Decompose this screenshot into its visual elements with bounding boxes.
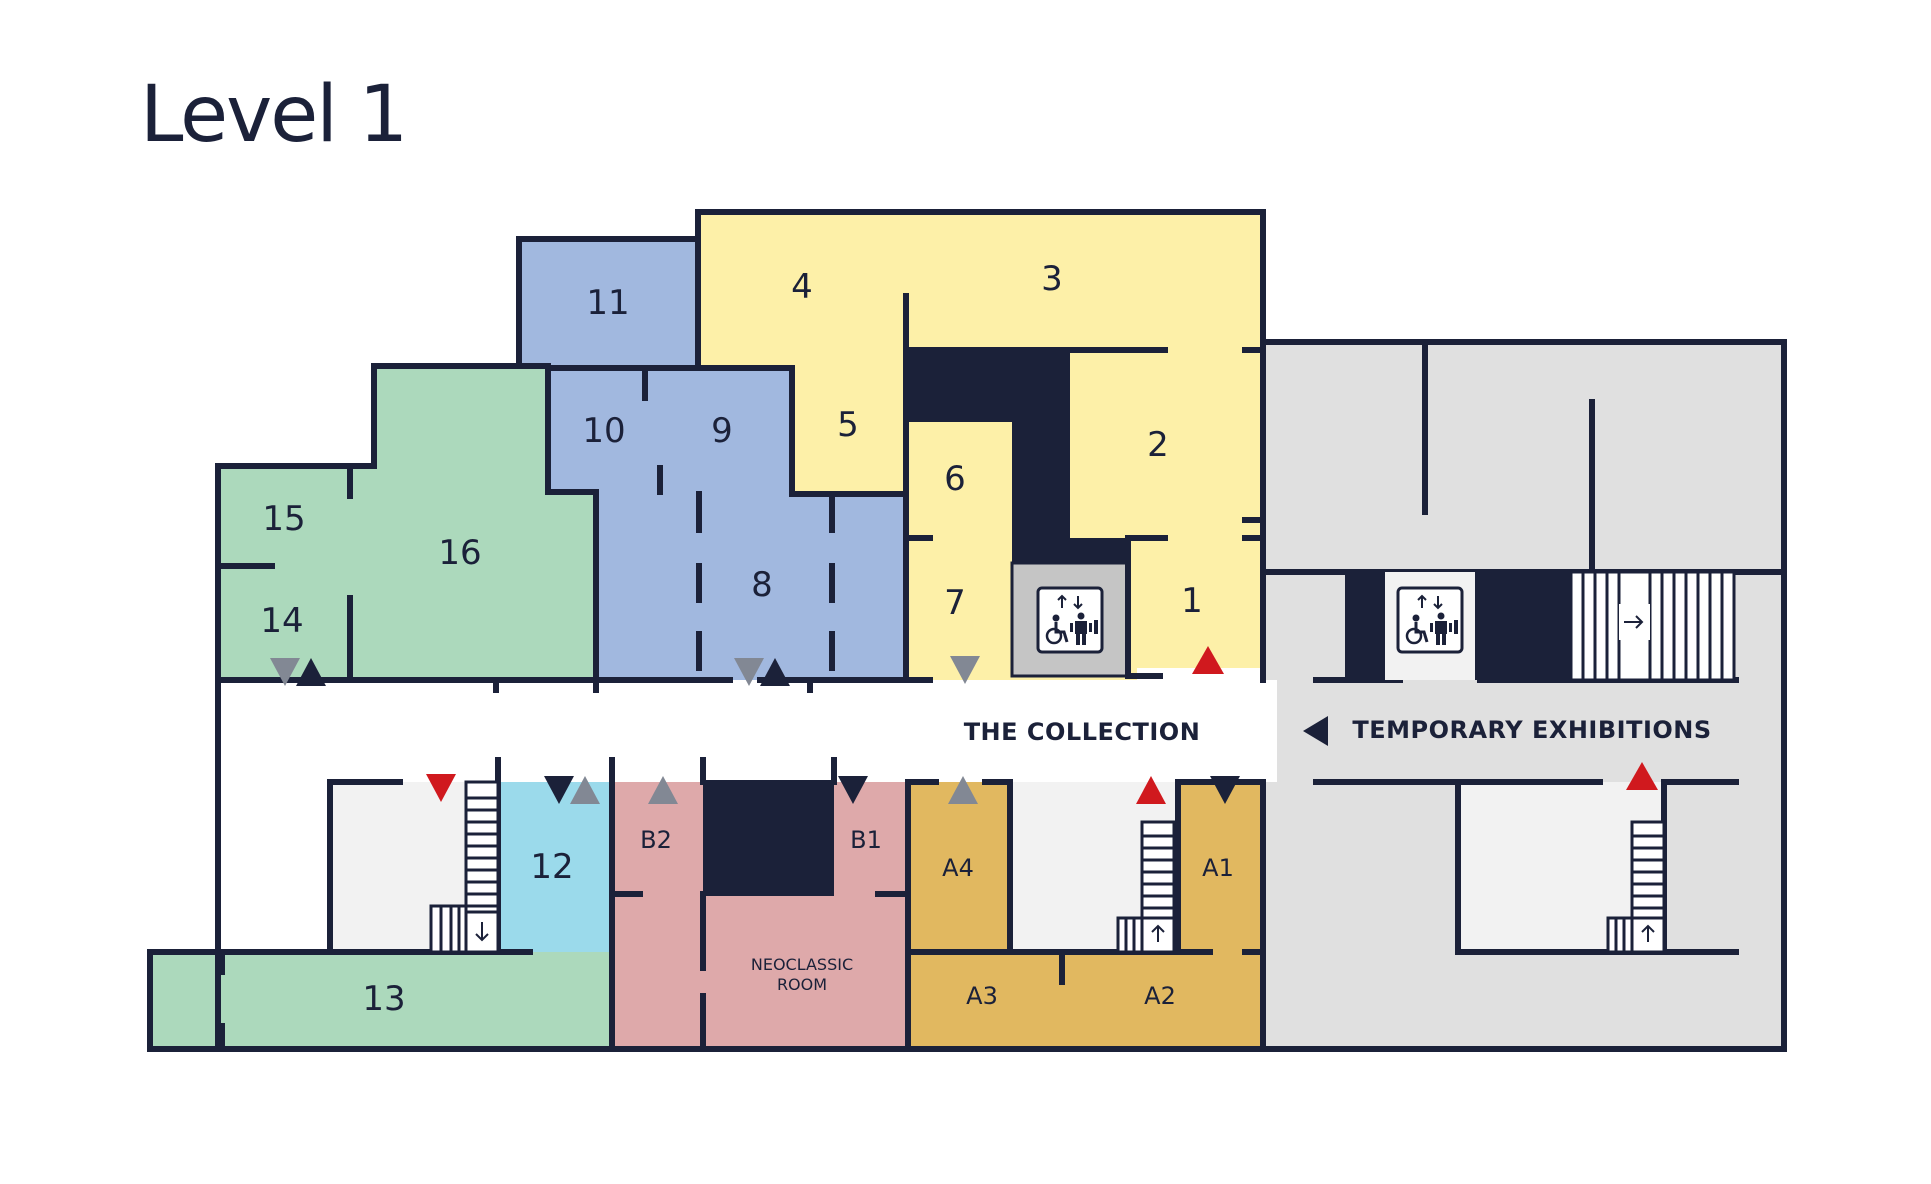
stairs-icon xyxy=(1606,820,1666,954)
room-label-4: 4 xyxy=(791,267,813,307)
room-label-2: 2 xyxy=(1147,425,1169,465)
stairs-icon xyxy=(429,780,500,954)
level-title: Level 1 xyxy=(140,70,408,160)
room-label-5: 5 xyxy=(837,405,859,445)
room-13-area xyxy=(150,952,612,1049)
direction-arrow-icon xyxy=(1210,776,1240,804)
direction-arrow-icon xyxy=(570,776,600,804)
room-8-11-area xyxy=(519,239,906,680)
direction-arrow-icon xyxy=(838,776,868,804)
room-label-a1: A1 xyxy=(1202,854,1234,882)
room-label-a4: A4 xyxy=(942,854,974,882)
room-label-13: 13 xyxy=(362,979,405,1019)
direction-arrow-icon xyxy=(950,656,980,684)
room-label-6: 6 xyxy=(944,459,966,499)
temporary-exhibitions-label: TEMPORARY EXHIBITIONS xyxy=(1352,716,1711,744)
direction-arrow-icon xyxy=(760,658,790,686)
direction-arrow-icon xyxy=(1626,762,1658,790)
room-label-a2: A2 xyxy=(1144,982,1176,1010)
direction-arrow-icon xyxy=(544,776,574,804)
direction-arrow-icon xyxy=(1192,646,1224,674)
neoclassic-core xyxy=(703,780,834,896)
direction-arrow-icon xyxy=(1136,776,1166,804)
room-label-15: 15 xyxy=(262,499,305,539)
direction-arrow-icon xyxy=(948,776,978,804)
room-label-1: 1 xyxy=(1181,581,1203,621)
direction-arrow-icon xyxy=(1303,716,1328,746)
stairs-icon xyxy=(1116,820,1176,954)
room-label-3: 3 xyxy=(1041,259,1063,299)
direction-arrow-icon xyxy=(426,774,456,802)
stairs-icon xyxy=(1569,570,1736,682)
direction-arrow-icon xyxy=(296,658,326,686)
room-16-area xyxy=(218,366,596,680)
room-label-7: 7 xyxy=(944,583,966,623)
accessible-elevator-icon xyxy=(1036,586,1104,654)
accessible-elevator-icon xyxy=(1396,586,1464,654)
room-label-14: 14 xyxy=(260,601,303,641)
room-label-12: 12 xyxy=(530,847,573,887)
room-label-b1: B1 xyxy=(850,826,882,854)
direction-arrows xyxy=(270,646,1658,804)
direction-arrow-icon xyxy=(648,776,678,804)
room-label-neoclassic-2: ROOM xyxy=(777,975,827,994)
room-label-b2: B2 xyxy=(640,826,672,854)
collection-label: THE COLLECTION xyxy=(964,718,1201,746)
corridor-temp xyxy=(1263,680,1277,782)
corridor xyxy=(218,680,1263,782)
direction-arrow-icon xyxy=(270,658,300,686)
room-label-16: 16 xyxy=(438,533,481,573)
room-label-10: 10 xyxy=(582,411,625,451)
room-label-11: 11 xyxy=(586,283,629,323)
room-12-area xyxy=(498,782,612,952)
room-label-a3: A3 xyxy=(966,982,998,1010)
room-label-neoclassic-1: NEOCLASSIC xyxy=(751,955,853,974)
direction-arrow-icon xyxy=(734,658,764,686)
room-label-9: 9 xyxy=(711,411,733,451)
room-labels: 11 4 3 10 9 5 2 6 15 16 8 14 7 1 12 13 B… xyxy=(260,259,1711,1019)
dark-core xyxy=(905,350,1128,563)
room-label-8: 8 xyxy=(751,565,773,605)
